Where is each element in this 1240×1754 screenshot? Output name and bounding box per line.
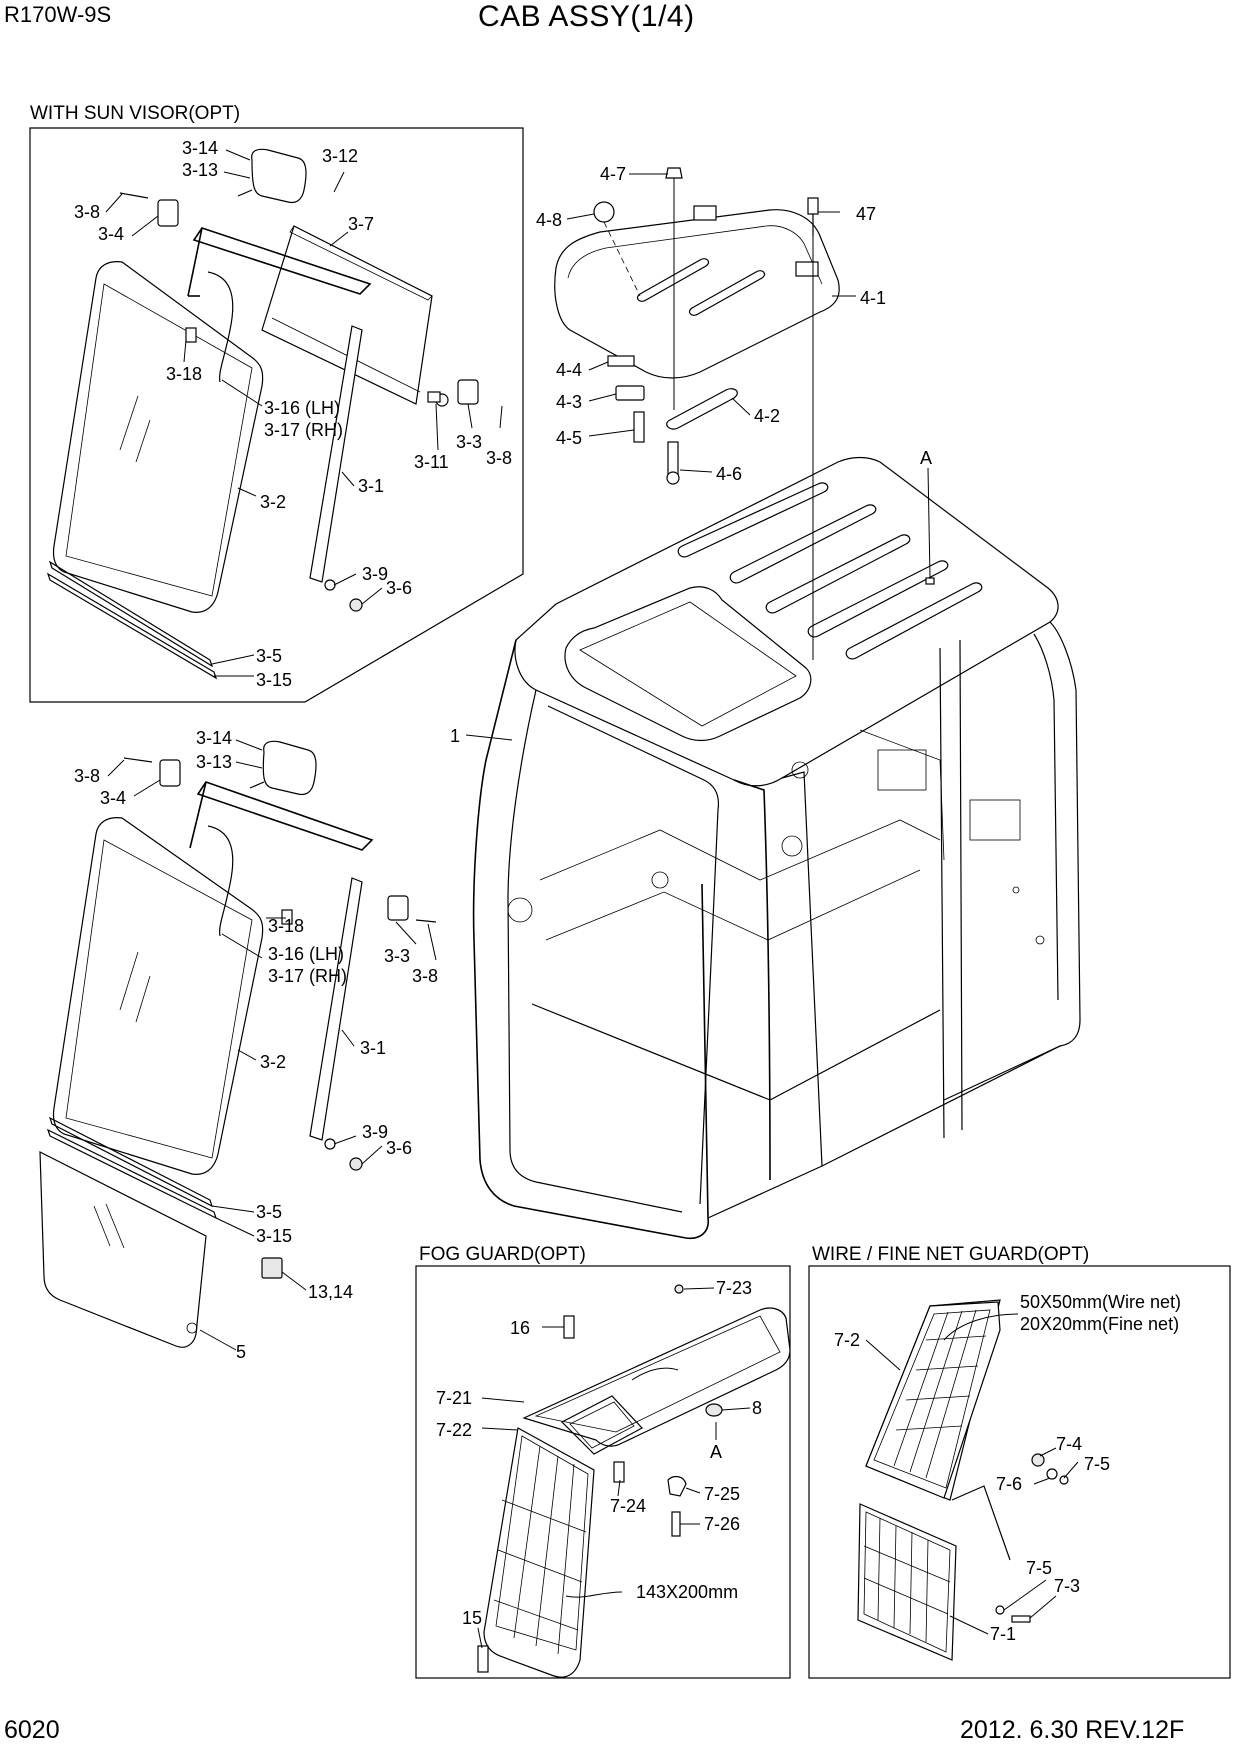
callout-3-3: 3-3 — [384, 946, 410, 966]
callout-3-5: 3-5 — [256, 646, 282, 666]
callout-3-16: 3-16 (LH) — [264, 398, 340, 418]
callout-4-5: 4-5 — [556, 428, 582, 448]
callout-7-5: 7-5 — [1026, 1558, 1052, 1578]
callout-3-6: 3-6 — [386, 578, 412, 598]
callout-7-4: 7-4 — [1056, 1434, 1082, 1454]
section-title-net-guard: WIRE / FINE NET GUARD(OPT) — [812, 1244, 1090, 1265]
callout-3-11: 3-11 — [414, 452, 449, 472]
callout-3-7: 3-7 — [348, 214, 374, 234]
callout-16: 16 — [510, 1318, 530, 1338]
callout-a-label: A — [710, 1442, 722, 1462]
callout-7-25: 7-25 — [704, 1484, 740, 1504]
callout-7-22: 7-22 — [436, 1420, 472, 1440]
callout-7-23: 7-23 — [716, 1278, 752, 1298]
callout-3-15: 3-15 — [256, 1226, 292, 1246]
net-guard-detail-frame — [808, 1265, 1231, 1679]
callout-3-1: 3-1 — [358, 476, 384, 496]
front-window-assembly — [39, 740, 437, 1348]
callout-4-1: 4-1 — [860, 288, 886, 308]
callout-5: 5 — [236, 1342, 246, 1362]
callout-3-4: 3-4 — [100, 788, 126, 808]
callout-3-3: 3-3 — [456, 432, 482, 452]
callout-3-4: 3-4 — [98, 224, 124, 244]
callout-7-2: 7-2 — [834, 1330, 860, 1350]
page-title: CAB ASSY(1/4) — [478, 0, 695, 33]
callout-3-2: 3-2 — [260, 1052, 286, 1072]
callout-7-5: 7-5 — [1084, 1454, 1110, 1474]
callout-3-6: 3-6 — [386, 1138, 412, 1158]
callout-3-15: 3-15 — [256, 670, 292, 690]
callout-4-6: 4-6 — [716, 464, 742, 484]
callout-7-3: 7-3 — [1054, 1576, 1080, 1596]
section-title-sun-visor: WITH SUN VISOR(OPT) — [30, 103, 241, 124]
roof-cover-assembly — [554, 167, 840, 660]
callout-3-14: 3-14 — [182, 138, 218, 158]
model-number: R170W-9S — [4, 2, 112, 27]
callout-3-18: 3-18 — [166, 364, 202, 384]
callout-4-4: 4-4 — [556, 360, 582, 380]
callout-7-21: 7-21 — [436, 1388, 472, 1408]
callout-4-8: 4-8 — [536, 210, 562, 230]
callout-3-13: 3-13 — [196, 752, 232, 772]
callout-3-8: 3-8 — [74, 766, 100, 786]
revision-date: 2012. 6.30 REV.12F — [960, 1716, 1185, 1744]
callout-47: 47 — [856, 204, 876, 224]
callout-3-16: 3-16 (LH) — [268, 944, 344, 964]
callout-7-6: 7-6 — [996, 1474, 1022, 1494]
callout-7-26: 7-26 — [704, 1514, 740, 1534]
callout-13-14: 13,14 — [308, 1282, 353, 1302]
net-size-note-wire: 50X50mm(Wire net) — [1020, 1292, 1181, 1312]
callout-7-24: 7-24 — [610, 1496, 646, 1516]
callout-3-17: 3-17 (RH) — [264, 420, 343, 440]
callout-3-1: 3-1 — [360, 1038, 386, 1058]
callout-3-8: 3-8 — [486, 448, 512, 468]
fog-guard-size-note: 143X200mm — [636, 1582, 738, 1602]
callout-labels: 3-14 3-13 3-12 3-8 3-4 3-7 3-18 3-16 (LH… — [74, 138, 1181, 1644]
callout-7-1: 7-1 — [990, 1624, 1016, 1644]
net-size-note-fine: 20X20mm(Fine net) — [1020, 1314, 1179, 1334]
callout-3-8: 3-8 — [74, 202, 100, 222]
callout-4-2: 4-2 — [754, 406, 780, 426]
callout-3-9: 3-9 — [362, 564, 388, 584]
callout-a-label: A — [920, 448, 932, 468]
callout-1: 1 — [450, 726, 460, 746]
fog-guard-detail-frame — [415, 1265, 791, 1679]
callout-3-2: 3-2 — [260, 492, 286, 512]
fog-guard-assembly — [477, 1284, 791, 1678]
callout-3-9: 3-9 — [362, 1122, 388, 1142]
callout-3-8: 3-8 — [412, 966, 438, 986]
callout-3-5: 3-5 — [256, 1202, 282, 1222]
callout-15: 15 — [462, 1608, 482, 1628]
callout-3-13: 3-13 — [182, 160, 218, 180]
callout-4-3: 4-3 — [556, 392, 582, 412]
callout-8: 8 — [752, 1398, 762, 1418]
page-number: 6020 — [4, 1716, 60, 1744]
callout-3-12: 3-12 — [322, 146, 358, 166]
net-guard-assembly — [857, 1299, 1069, 1661]
callout-3-14: 3-14 — [196, 728, 232, 748]
section-title-fog-guard: FOG GUARD(OPT) — [419, 1244, 586, 1265]
callout-4-7: 4-7 — [600, 164, 626, 184]
callout-3-17: 3-17 (RH) — [268, 966, 347, 986]
sun-visor-detail-frame — [29, 127, 524, 703]
sun-visor-assembly-top — [46, 148, 479, 680]
cab-body — [472, 456, 1081, 1240]
callout-3-18: 3-18 — [268, 916, 304, 936]
leader-lines — [105, 149, 1079, 1649]
